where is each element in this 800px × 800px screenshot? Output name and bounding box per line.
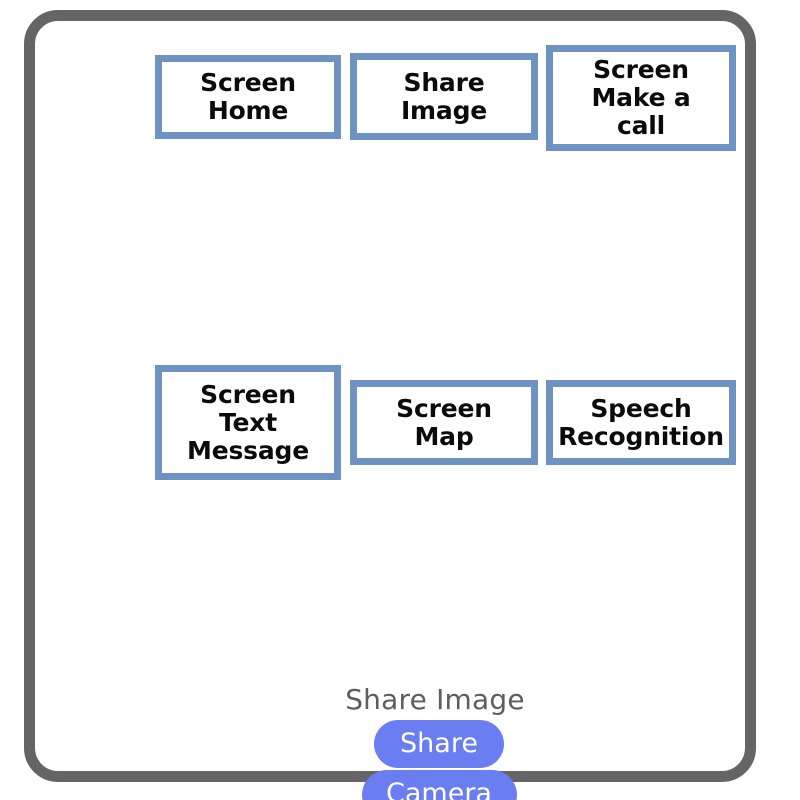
flow-box-label: Screen Make a call <box>591 55 691 140</box>
flow-box-speech-recognition[interactable]: Speech Recognition <box>546 380 736 465</box>
flow-box-label: Screen Home <box>200 68 296 125</box>
flow-box-screen-text-message[interactable]: Screen Text Message <box>155 365 341 480</box>
flow-box-label: Screen Text Message <box>187 379 309 465</box>
camera-button[interactable]: Camera <box>361 769 517 800</box>
device-frame: Screen Home Share Image Screen Make a ca… <box>24 10 756 800</box>
flow-box-screen-home[interactable]: Screen Home <box>155 55 341 139</box>
share-widget-buttons: Share <box>35 719 800 768</box>
share-widget-buttons-second-row: Camera <box>35 768 800 800</box>
flow-box-label: Screen Map <box>396 393 492 451</box>
share-button[interactable]: Share <box>374 719 504 768</box>
flow-box-make-a-call[interactable]: Screen Make a call <box>546 45 736 151</box>
flow-box-screen-map[interactable]: Screen Map <box>350 380 538 465</box>
flow-box-label: Share Image <box>400 67 488 125</box>
share-image-widget: Share Image Share Camera <box>35 683 800 800</box>
flow-box-share-image[interactable]: Share Image <box>350 53 538 140</box>
share-widget-title: Share Image <box>345 683 525 716</box>
flow-box-label: Speech Recognition <box>558 393 724 451</box>
